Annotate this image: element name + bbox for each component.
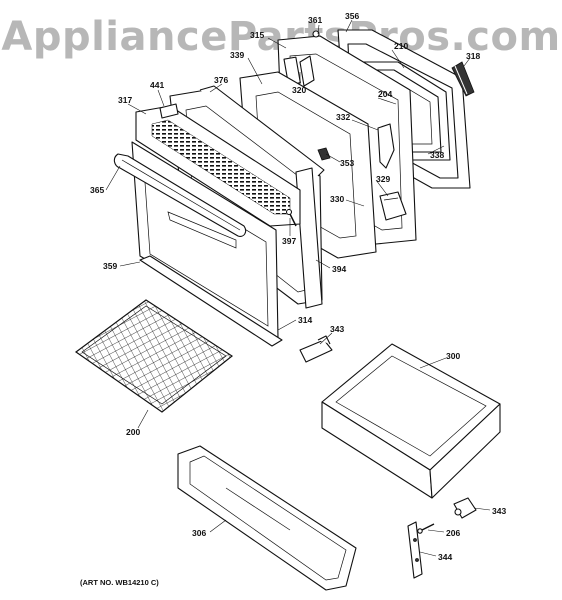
label-343-rack: 343 [330,324,344,334]
label-441: 441 [150,80,164,90]
label-315: 315 [250,30,264,40]
label-338: 338 [430,150,444,160]
label-330: 330 [330,194,344,204]
drawer-roller-343 [453,497,477,519]
label-329: 329 [376,174,390,184]
callout-labels: 361 356 315 210 318 339 320 204 441 376 … [90,11,506,562]
callout-leader-lines [105,19,491,557]
door-hinge-320 [283,30,320,87]
screw-206 [417,523,435,534]
label-397: 397 [282,236,296,246]
screw-397 [285,208,297,227]
label-361: 361 [308,15,322,25]
label-306: 306 [192,528,206,538]
label-394: 394 [332,264,346,274]
oven-rack-200 [74,299,234,413]
door-vent-panel-317 [135,103,301,227]
drawer-front-panel-306 [177,445,357,591]
label-318: 318 [466,51,480,61]
drawer-slide-rail-344 [407,521,423,579]
door-side-trim-394 [295,167,323,309]
hinge-bracket-329 [379,191,407,221]
label-376: 376 [214,75,228,85]
label-204: 204 [378,89,392,99]
label-314: 314 [298,315,312,325]
label-356: 356 [345,11,359,21]
label-300: 300 [446,351,460,361]
label-343-drawer: 343 [492,506,506,516]
label-317: 317 [118,95,132,105]
label-339: 339 [230,50,244,60]
door-bottom-trim-359 [139,255,283,347]
storage-drawer-300 [321,343,501,499]
label-200: 200 [126,427,140,437]
label-365: 365 [90,185,104,195]
door-handle-365 [113,153,247,237]
rack-slide-343 [299,335,333,363]
label-206: 206 [446,528,460,538]
door-gasket-318 [451,61,475,97]
label-353: 353 [340,158,354,168]
label-344: 344 [438,552,452,562]
label-332: 332 [336,112,350,122]
label-320: 320 [292,85,306,95]
hinge-spring-332 [317,123,395,169]
label-359: 359 [103,261,117,271]
label-210: 210 [394,41,408,51]
art-number: (ART NO. WB14210 C) [80,578,159,587]
